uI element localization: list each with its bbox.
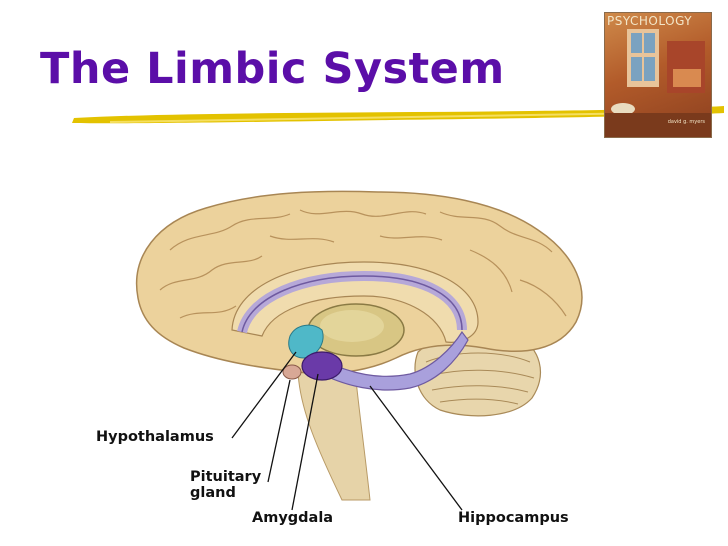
hypothalamus-leader-line — [231, 351, 297, 439]
label-pituitary-line2: gland — [190, 484, 236, 501]
label-pituitary-line1: Pituitary — [190, 469, 262, 485]
hippocampus-structure — [317, 330, 469, 391]
hypothalamus-structure — [288, 324, 324, 359]
leader-lines — [231, 351, 463, 511]
book-title: PSYCHOLOGY — [607, 14, 693, 28]
label-hypothalamus: Hypothalamus — [96, 429, 214, 445]
pituitary-leader-line — [267, 379, 291, 483]
psychology-book-cover: PSYCHOLOGY david g. myers — [604, 12, 712, 138]
label-amygdala: Amygdala — [252, 510, 334, 526]
gyri — [159, 209, 567, 319]
label-hippocampus: Hippocampus — [458, 510, 569, 526]
page-title: The Limbic System — [40, 44, 505, 94]
label-pituitary-gland: Pituitary gland — [190, 469, 262, 501]
brainstem — [297, 371, 371, 501]
book-author: david g. myers — [667, 119, 705, 125]
hippocampus-leader-line — [369, 385, 463, 511]
pituitary-structure — [282, 364, 302, 380]
amygdala-leader-line — [291, 373, 319, 511]
amygdala-structure — [301, 351, 343, 381]
